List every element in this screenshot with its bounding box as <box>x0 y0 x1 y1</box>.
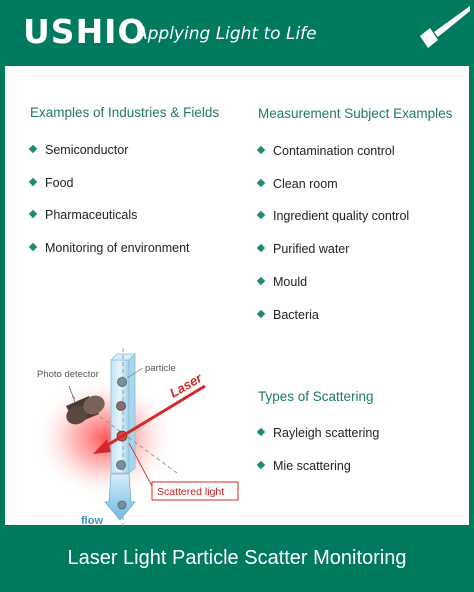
bullet-icon <box>256 276 266 286</box>
scatter-glow <box>33 376 177 500</box>
diamond-logo-icon <box>420 6 470 48</box>
detector-pointer-line <box>68 385 76 403</box>
flow-tube <box>110 353 136 474</box>
footer-title: Laser Light Particle Scatter Monitoring <box>67 547 407 569</box>
scattering-title: Types of Scattering <box>258 389 374 404</box>
bullet-icon <box>256 460 266 470</box>
list-item: Mie scattering <box>256 458 351 475</box>
industries-title: Examples of Industries & Fields <box>30 105 220 120</box>
list-item: Clean room <box>256 176 338 193</box>
laser-scatter-diagram: Photo detector particle Laser Scattered … <box>33 348 239 528</box>
flow-arrow <box>104 473 136 521</box>
laser-arrowhead <box>93 439 111 454</box>
laser-beam <box>100 384 206 451</box>
bullet-icon <box>256 243 266 253</box>
tagline: Applying Light to Life <box>136 24 317 44</box>
bullet-icon <box>256 309 266 319</box>
bullet-icon <box>28 144 38 154</box>
list-item: Ingredient quality control <box>256 208 409 225</box>
bullet-icon <box>256 145 266 155</box>
particle-dot <box>116 460 126 470</box>
particle-pointer-line <box>126 367 144 379</box>
scattered-pointer-line <box>128 442 153 487</box>
list-item: Rayleigh scattering <box>256 425 379 442</box>
list-item: Purified water <box>256 241 349 258</box>
bullet-icon <box>28 242 38 252</box>
list-item: Semiconductor <box>28 142 128 159</box>
particle-label: particle <box>145 363 176 374</box>
flow-label: flow <box>81 515 103 527</box>
list-item: Food <box>28 175 74 192</box>
scattered-light-label: Scattered light <box>157 486 224 498</box>
list-item: Monitoring of environment <box>28 240 190 257</box>
bullet-icon <box>256 427 266 437</box>
bullet-icon <box>28 209 38 219</box>
bullet-icon <box>28 177 38 187</box>
list-item: Bacteria <box>256 307 319 324</box>
content-panel: Examples of Industries & Fields Semicond… <box>5 66 469 528</box>
scattered-light-box <box>151 481 239 501</box>
bullet-icon <box>256 210 266 220</box>
photo-detector-icon <box>66 395 105 425</box>
particle-dot <box>117 377 127 387</box>
header: USHIO Applying Light to Life <box>0 0 474 66</box>
ushio-logo: USHIO <box>23 12 147 51</box>
list-item: Contamination control <box>256 143 395 160</box>
particle-dot <box>117 500 127 510</box>
list-item: Pharmaceuticals <box>28 207 137 224</box>
list-item: Mould <box>256 274 307 291</box>
bullet-icon <box>256 178 266 188</box>
photo-detector-label: Photo detector <box>37 369 99 380</box>
subjects-title: Measurement Subject Examples <box>258 106 453 121</box>
particle-dot <box>116 401 126 411</box>
